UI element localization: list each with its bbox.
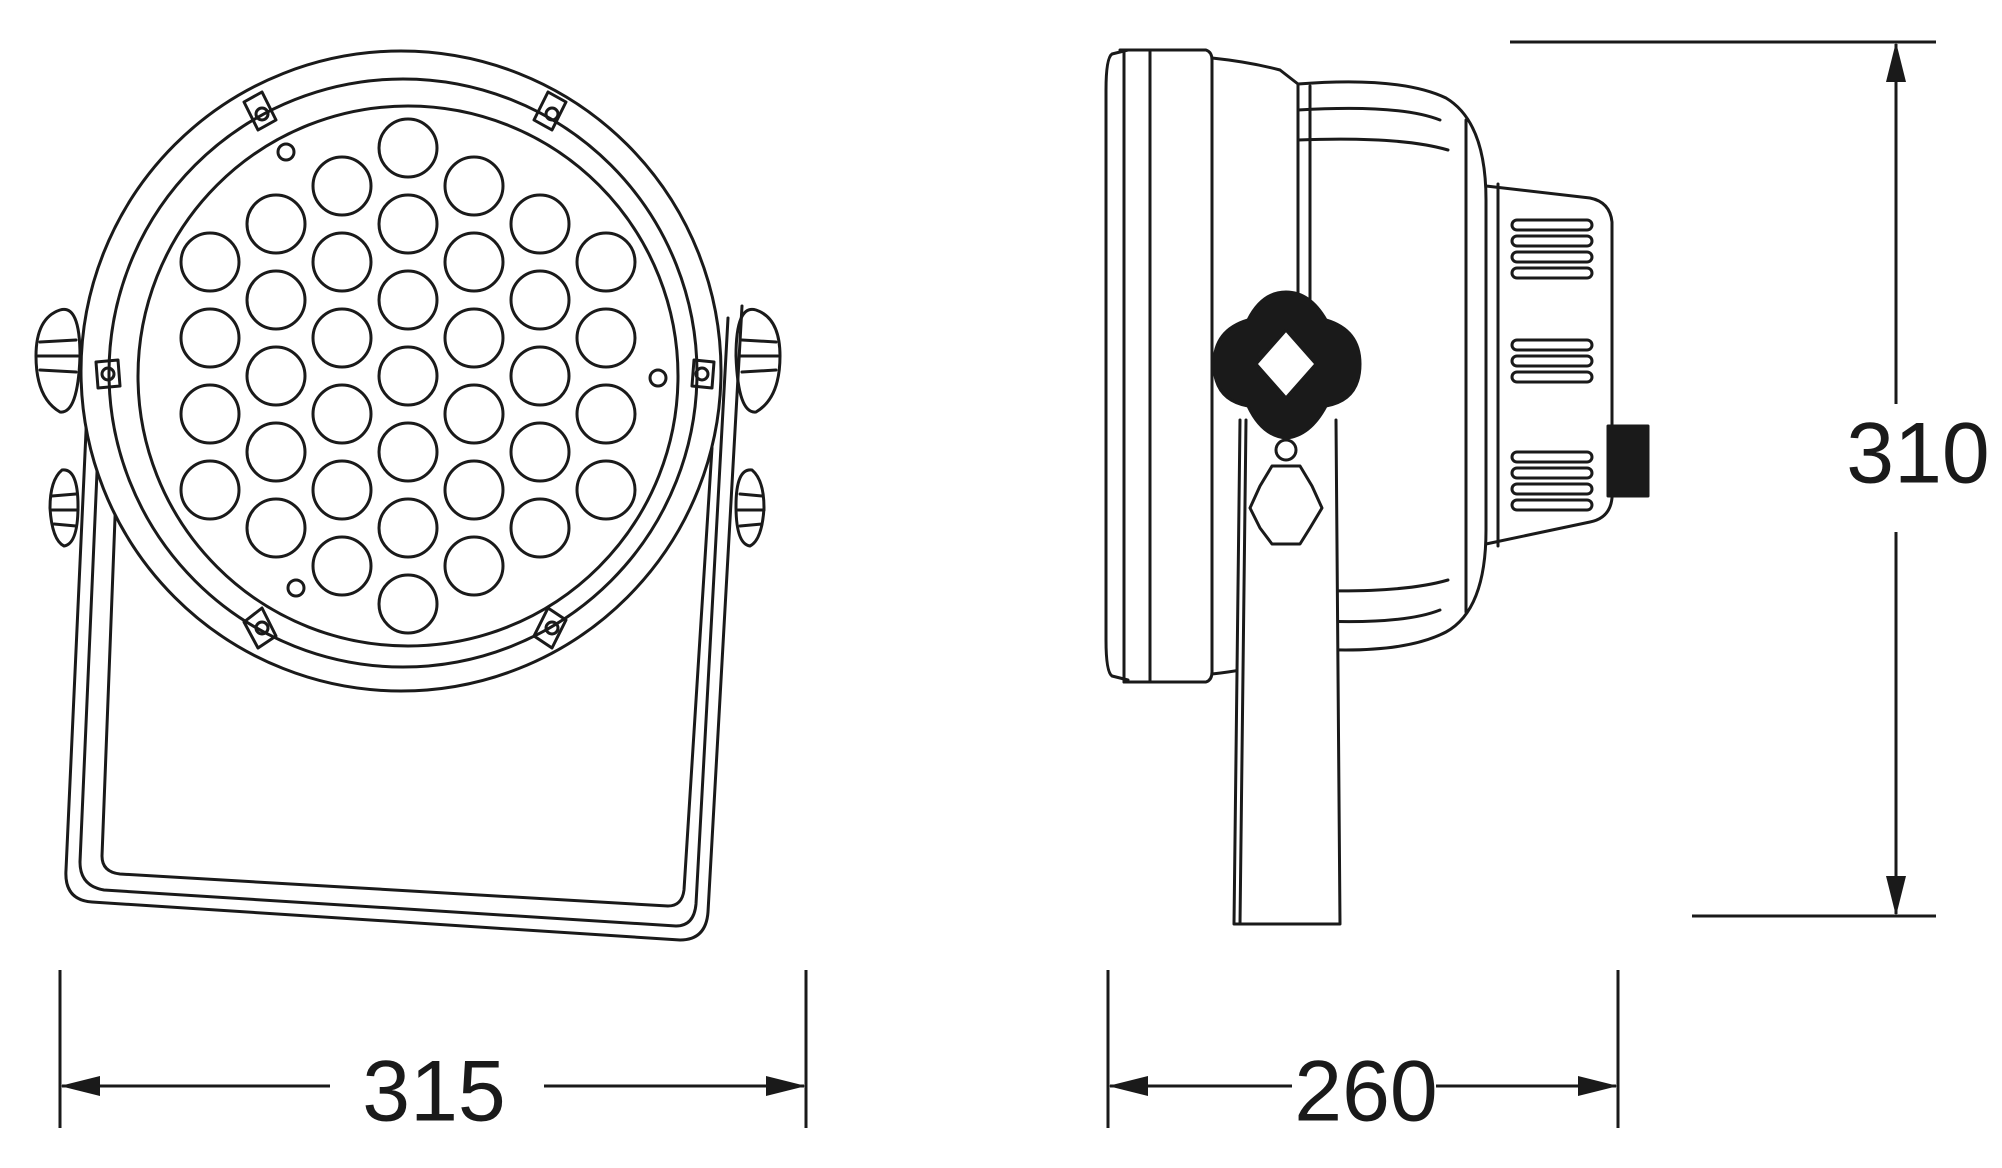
led-lens [179, 307, 241, 369]
side-tilt-knob [1212, 290, 1362, 462]
led-lens [377, 421, 439, 483]
bezel-screws [94, 90, 716, 650]
side-view [1104, 48, 1650, 926]
led-lens [509, 193, 571, 255]
led-lens [245, 193, 307, 255]
dimension-height [1510, 40, 1936, 918]
rear-module [1484, 182, 1650, 548]
led-lens [443, 459, 505, 521]
led-lens [443, 535, 505, 597]
led-lens [311, 535, 373, 597]
led-lens [575, 307, 637, 369]
led-lens [179, 231, 241, 293]
side-lock-knob [1248, 464, 1324, 546]
lens-screw-hole [648, 368, 668, 388]
height-dimension-label: 310 [1846, 406, 1990, 502]
led-lens [245, 421, 307, 483]
led-lens [179, 383, 241, 445]
led-lens [245, 269, 307, 331]
led-lens [311, 383, 373, 445]
led-lens [443, 307, 505, 369]
right-yoke-knob [734, 307, 782, 548]
front-view [34, 49, 782, 942]
led-lens [311, 307, 373, 369]
led-lens [509, 497, 571, 559]
dimension-depth [1106, 970, 1620, 1128]
led-lens [443, 155, 505, 217]
led-lens [245, 345, 307, 407]
yoke-bracket [64, 298, 744, 942]
led-lens [179, 459, 241, 521]
led-lens [575, 231, 637, 293]
front-bezel [1104, 48, 1214, 684]
side-yoke-arm [1232, 418, 1342, 926]
led-lens [575, 459, 637, 521]
led-lens [443, 231, 505, 293]
led-lens [245, 497, 307, 559]
led-lens [443, 383, 505, 445]
led-lens [509, 421, 571, 483]
led-lens [509, 269, 571, 331]
left-yoke-knob [34, 307, 82, 548]
led-lens [311, 459, 373, 521]
led-lens [377, 193, 439, 255]
width-dimension-label: 315 [362, 1044, 506, 1140]
led-lens [377, 269, 439, 331]
lens-screw-hole [286, 578, 306, 598]
led-lens [377, 573, 439, 635]
led-lens [311, 231, 373, 293]
led-lens [575, 383, 637, 445]
led-array [179, 117, 637, 635]
led-lens [377, 345, 439, 407]
vent-slots [1510, 218, 1594, 512]
led-lens [377, 117, 439, 179]
depth-dimension-label: 260 [1294, 1044, 1438, 1140]
lens-screw-hole [276, 142, 296, 162]
led-lens [509, 345, 571, 407]
power-connector [1606, 424, 1650, 498]
dimension-width [58, 970, 808, 1128]
led-lens [311, 155, 373, 217]
lens-plate [136, 104, 680, 648]
led-lens [377, 497, 439, 559]
